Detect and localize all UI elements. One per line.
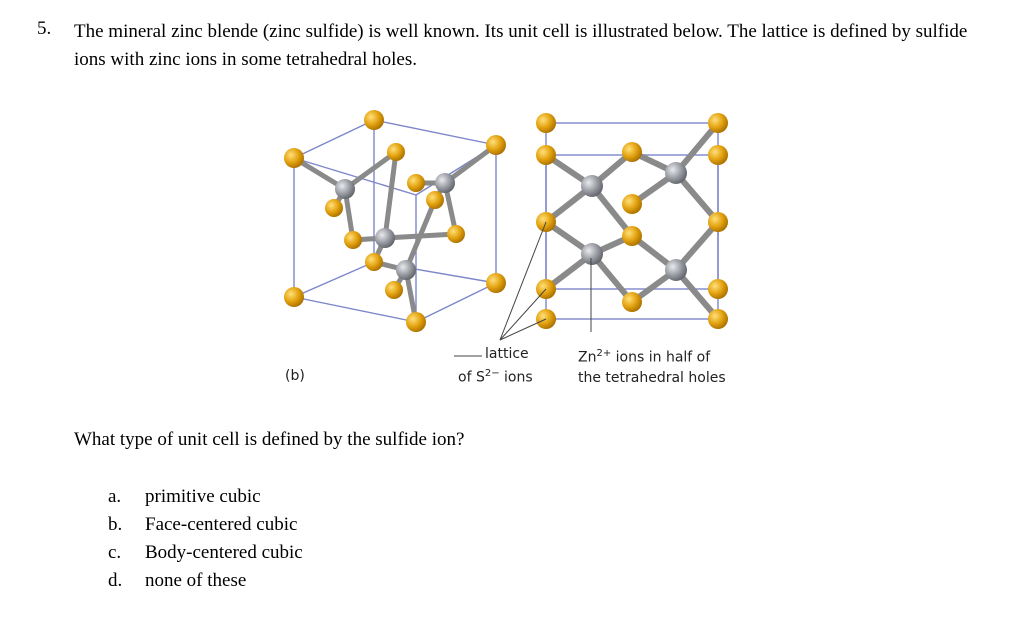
lattice-label: lattice of S2− ions	[458, 344, 558, 388]
panel-label: (b)	[285, 368, 305, 384]
right-zinc-ions	[581, 162, 687, 281]
option-letter: a.	[108, 486, 122, 507]
option-c[interactable]: c. Body-centered cubic	[108, 539, 303, 567]
lattice-label-line1: lattice	[485, 346, 529, 362]
lattice-label-prefix: of S	[458, 369, 485, 386]
option-b[interactable]: b. Face-centered cubic	[108, 511, 303, 539]
option-letter: d.	[108, 570, 123, 591]
lattice-label-suffix: ions	[499, 369, 533, 386]
zn-label-line2: the tetrahedral holes	[578, 369, 726, 386]
label-leader-lines	[454, 221, 592, 357]
lattice-label-line2: of S2− ions	[458, 364, 558, 388]
right-unit-cell	[536, 113, 728, 329]
subquestion-text: What type of unit cell is defined by the…	[74, 429, 465, 450]
lattice-label-sup: 2−	[484, 368, 500, 379]
zinc-blende-unit-cell-figure	[284, 110, 728, 357]
zn-label-suffix: ions in half of	[611, 349, 711, 366]
left-sulfide-ions	[284, 110, 506, 332]
zn-label: Zn2+ ions in half of the tetrahedral hol…	[578, 344, 778, 388]
option-text: Body-centered cubic	[145, 542, 303, 563]
left-unit-cell	[284, 110, 506, 332]
left-cell-edges	[293, 119, 497, 323]
option-letter: b.	[108, 514, 123, 535]
option-text: Face-centered cubic	[145, 514, 298, 535]
option-text: none of these	[145, 570, 247, 591]
zn-label-line1: Zn2+ ions in half of	[578, 344, 778, 368]
option-letter: c.	[108, 542, 122, 563]
left-zinc-ions	[335, 173, 455, 280]
option-text: primitive cubic	[145, 486, 261, 507]
answer-options: a.primitive cubic b.Face-centered cubic …	[108, 483, 303, 595]
option-d[interactable]: d. none of these	[108, 567, 303, 595]
question-number: 5.	[37, 18, 52, 39]
zn-label-sup: 2+	[596, 348, 612, 359]
question-text: The mineral zinc blende (zinc sulfide) i…	[74, 21, 968, 70]
right-sulfide-ions	[536, 113, 728, 329]
zn-label-prefix: Zn	[578, 349, 597, 366]
option-a[interactable]: a. primitive cubic	[108, 483, 303, 511]
